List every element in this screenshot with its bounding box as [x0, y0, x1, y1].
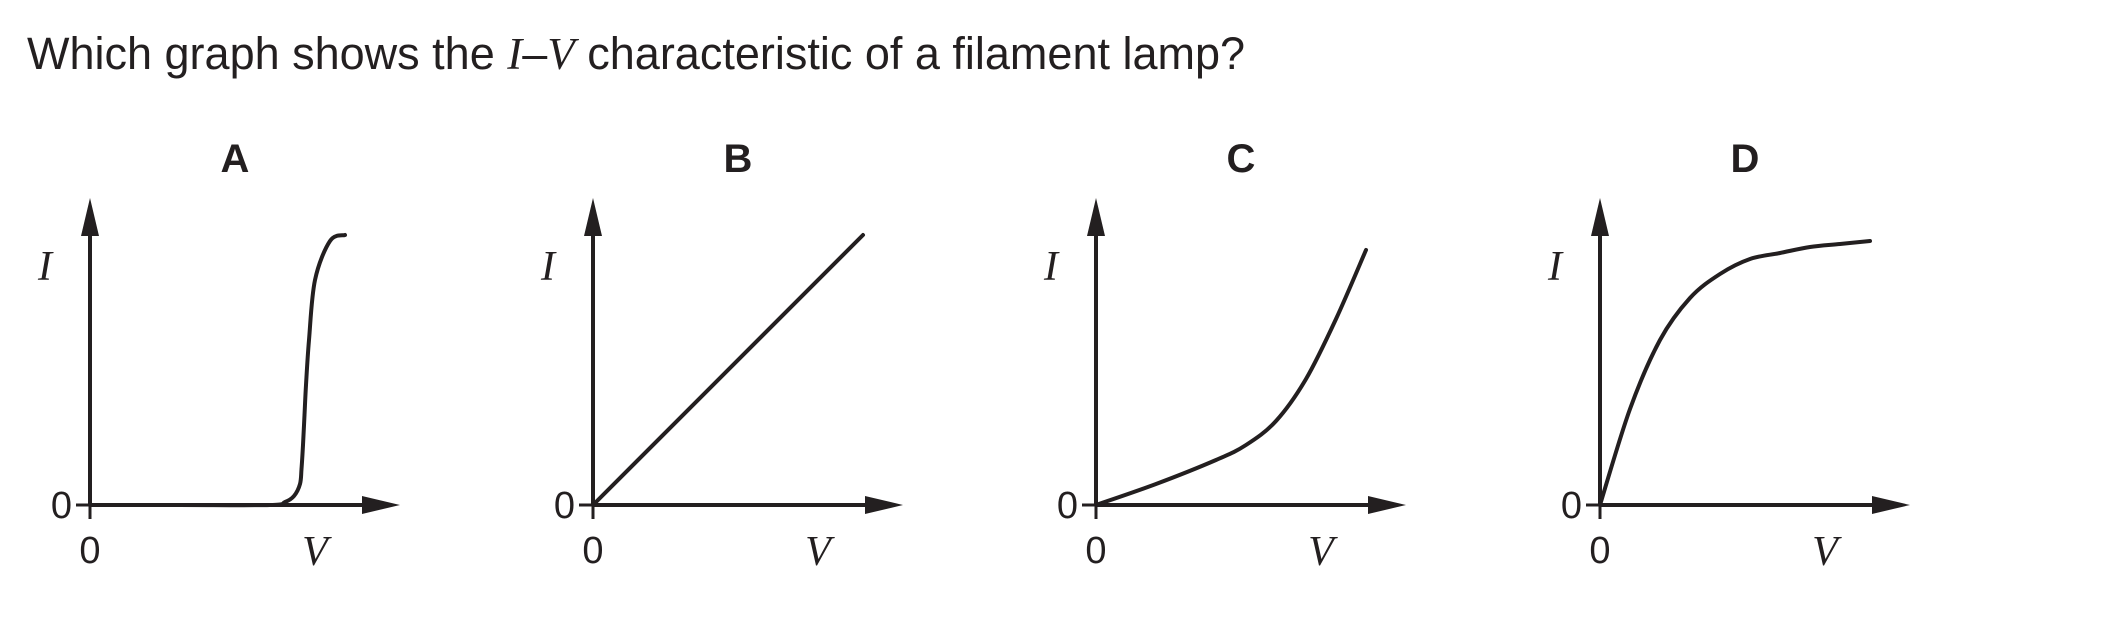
panel-label-b: B — [724, 137, 753, 181]
panel-label-d: D — [1731, 137, 1760, 181]
x-axis-label: V — [1308, 529, 1338, 575]
x-axis-label: V — [302, 529, 332, 575]
graph-d: D I V 00 — [1547, 137, 1910, 575]
y-tick-label: 0 — [1561, 485, 1582, 527]
graph-c: C I V 00 — [1043, 137, 1406, 575]
question-var-v: V — [547, 29, 575, 79]
iv-curve-c — [1094, 248, 1368, 507]
x-tick-label: 0 — [1085, 530, 1106, 572]
x-tick-label: 0 — [582, 530, 603, 572]
x-axis-label: V — [1812, 529, 1842, 575]
y-tick-label: 0 — [1057, 485, 1078, 527]
y-axis-arrow-icon — [81, 198, 99, 236]
x-axis-arrow-icon — [362, 496, 400, 514]
x-axis-arrow-icon — [865, 496, 903, 514]
panel-label-a: A — [221, 137, 250, 181]
question-var-i: I — [507, 29, 523, 79]
panel-label-c: C — [1227, 137, 1256, 181]
y-axis-label: I — [1043, 244, 1060, 290]
question-text: Which graph shows the I–V characteristic… — [27, 28, 1245, 80]
question-dash: – — [522, 28, 548, 79]
y-axis-label: I — [37, 244, 54, 290]
question-prefix: Which graph shows the — [27, 28, 508, 79]
y-tick-label: 0 — [51, 485, 72, 527]
x-axis-arrow-icon — [1368, 496, 1406, 514]
y-axis-arrow-icon — [1087, 198, 1105, 236]
graph-a: A I V 00 — [37, 137, 400, 575]
x-tick-label: 0 — [79, 530, 100, 572]
iv-curve-d — [1598, 239, 1872, 507]
question-suffix: characteristic of a filament lamp? — [574, 28, 1246, 79]
y-tick-label: 0 — [554, 485, 575, 527]
y-axis-arrow-icon — [584, 198, 602, 236]
x-axis-arrow-icon — [1872, 496, 1910, 514]
x-tick-label: 0 — [1589, 530, 1610, 572]
graph-b: B I V 00 — [540, 137, 903, 575]
y-axis-label: I — [540, 244, 557, 290]
y-axis-arrow-icon — [1591, 198, 1609, 236]
y-axis-label: I — [1547, 244, 1564, 290]
iv-curve-b — [591, 233, 865, 507]
x-axis-label: V — [805, 529, 835, 575]
iv-curve-a — [88, 233, 347, 508]
